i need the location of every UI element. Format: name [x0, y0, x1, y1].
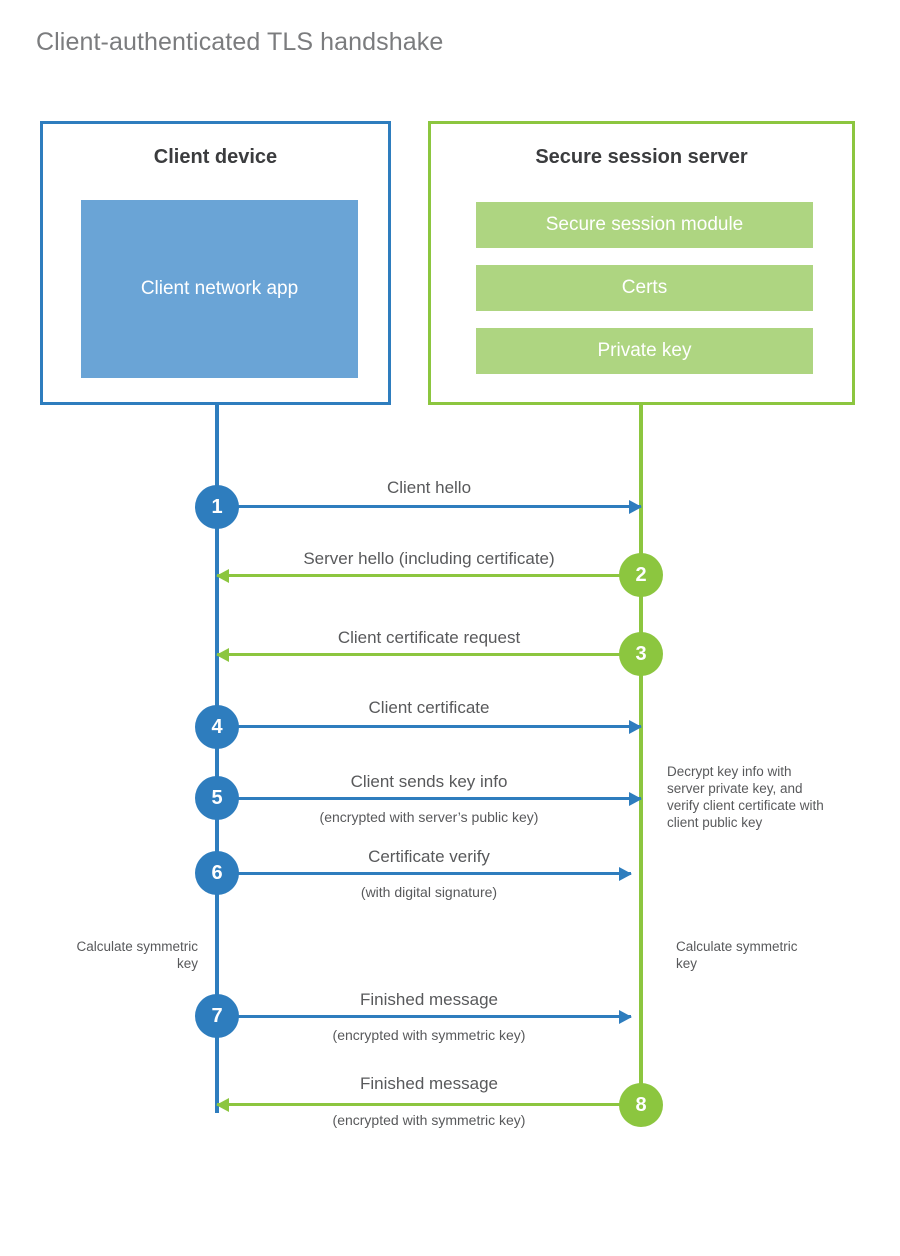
- arrow-head-icon: [216, 568, 229, 583]
- step-7-circle[interactable]: 7: [195, 994, 239, 1038]
- arrow-head-icon: [216, 647, 229, 662]
- arrow-head-icon: [629, 499, 642, 514]
- server-decrypt-note: Decrypt key info with server private key…: [667, 764, 824, 830]
- server-component-certs: Certs: [476, 265, 813, 311]
- client-device-title: Client device: [153, 146, 278, 168]
- step-5-sublabel: (encrypted with server’s public key): [319, 809, 539, 825]
- step-2-arrow: [216, 568, 641, 583]
- secure-session-server-title: Secure session server: [535, 146, 748, 168]
- server-component-secure-session-module: Secure session module: [476, 202, 813, 248]
- secure-session-server-box: Secure session server Secure session mod…: [428, 121, 855, 405]
- step-6-circle[interactable]: 6: [195, 851, 239, 895]
- step-3-circle[interactable]: 3: [619, 632, 663, 676]
- step-6-arrow: [227, 866, 632, 881]
- arrow-head-icon: [629, 791, 642, 806]
- arrow-head-icon: [619, 1009, 632, 1024]
- step-5-arrow: [227, 791, 642, 806]
- step-4-circle[interactable]: 4: [195, 705, 239, 749]
- step-3-label: Client certificate request: [337, 628, 521, 647]
- arrow-head-icon: [216, 1097, 229, 1112]
- step-8-label: Finished message: [360, 1074, 498, 1093]
- client-network-app-block: Client network app: [81, 200, 358, 378]
- page-title: Client-authenticated TLS handshake: [36, 28, 444, 56]
- step-7-label: Finished message: [360, 990, 498, 1009]
- step-1-circle[interactable]: 1: [195, 485, 239, 529]
- step-2-circle[interactable]: 2: [619, 553, 663, 597]
- step-4-arrow: [227, 719, 642, 734]
- step-5-label: Client sends key info: [350, 772, 508, 791]
- step-4-label: Client certificate: [368, 698, 490, 717]
- step-6-sublabel: (with digital signature): [360, 884, 498, 900]
- server-lifeline: [639, 405, 643, 1105]
- step-5-circle[interactable]: 5: [195, 776, 239, 820]
- step-3-arrow: [216, 647, 641, 662]
- step-7-arrow: [227, 1009, 632, 1024]
- step-1-arrow: [227, 499, 642, 514]
- step-7-sublabel: (encrypted with symmetric key): [332, 1027, 526, 1043]
- step-6-label: Certificate verify: [368, 847, 490, 866]
- arrow-head-icon: [629, 719, 642, 734]
- arrow-head-icon: [619, 866, 632, 881]
- server-calculate-symmetric-key-note: Calculate symmetric key: [676, 939, 798, 971]
- server-component-private-key: Private key: [476, 328, 813, 374]
- step-2-label: Server hello (including certificate): [303, 549, 555, 568]
- client-device-box: Client device Client network app: [40, 121, 391, 405]
- client-lifeline: [215, 405, 219, 1113]
- step-8-arrow: [216, 1097, 641, 1112]
- step-8-circle[interactable]: 8: [619, 1083, 663, 1127]
- step-8-sublabel: (encrypted with symmetric key): [332, 1112, 526, 1128]
- client-calculate-symmetric-key-note: Calculate symmetric key: [76, 939, 198, 971]
- step-1-label: Client hello: [386, 478, 472, 497]
